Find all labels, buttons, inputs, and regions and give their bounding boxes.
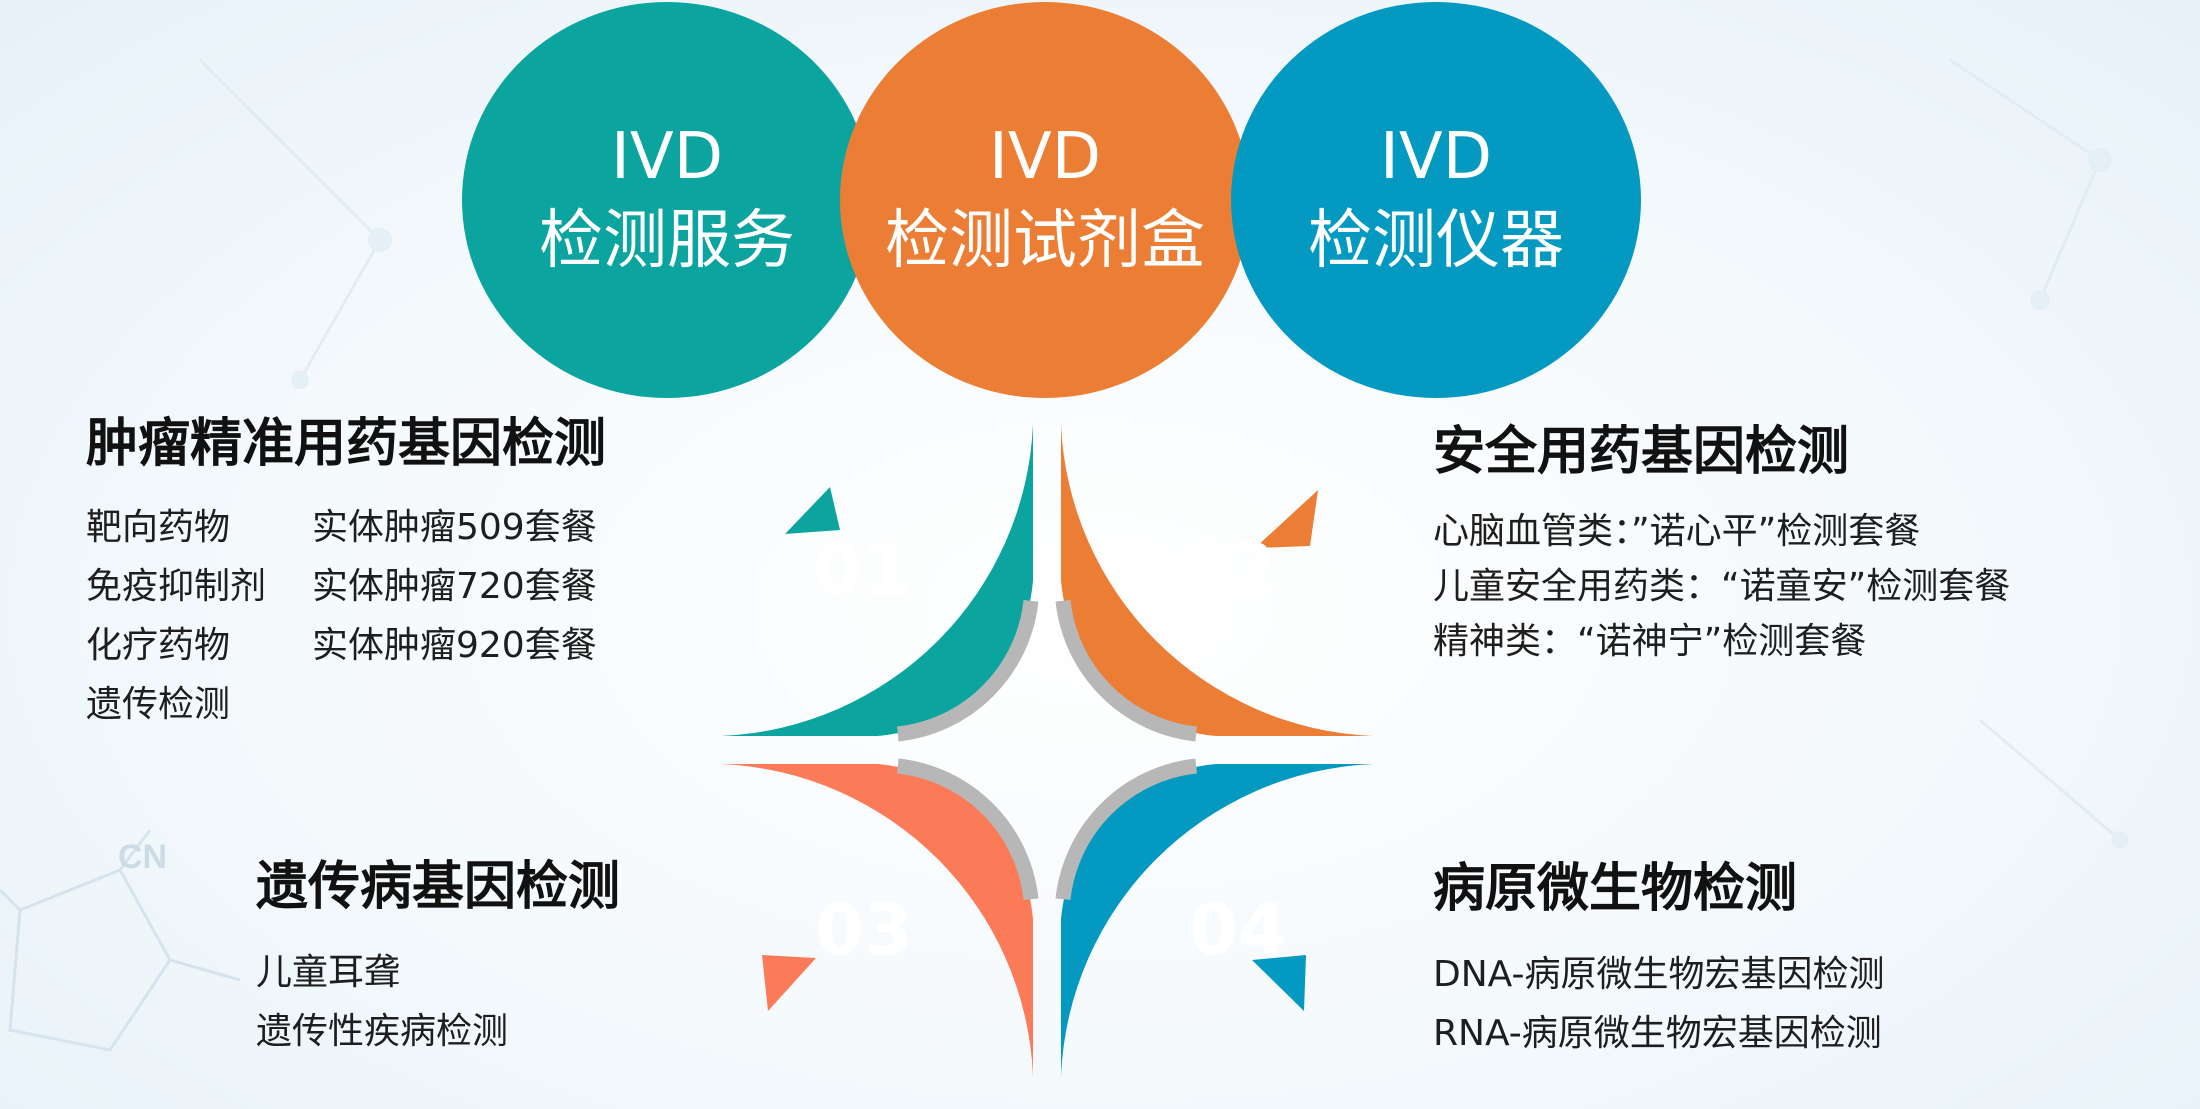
pentagon-structure <box>8 868 172 1052</box>
tumor-item: 遗传检测 <box>86 684 231 725</box>
inner-ring-segment <box>897 600 1039 742</box>
tumor-package-item: 实体肿瘤720套餐 <box>312 566 597 607</box>
genetic-section: 遗传病基因检测 儿童耳聋 遗传性疾病检测 <box>256 855 620 1061</box>
quadrant-segment-01 <box>721 424 1033 736</box>
quadrant-arrow-02 <box>1255 490 1318 548</box>
inner-ring-segment <box>897 758 1039 900</box>
tumor-package-item: 实体肿瘤920套餐 <box>312 625 597 666</box>
ivd-service-circle: IVD 检测服务 <box>462 2 872 398</box>
genetic-title: 遗传病基因检测 <box>256 857 621 917</box>
quadrant-segment-04 <box>1061 764 1373 1076</box>
pathogen-section: 病原微生物检测 DNA-病原微生物宏基因检测 RNA-病原微生物宏基因检测 <box>1433 857 1884 1063</box>
quadrant-number-04: 04 <box>1189 889 1286 971</box>
tumor-item: 化疗药物 <box>86 625 231 666</box>
quadrant-arrow-03 <box>762 955 816 1011</box>
safety-section: 安全用药基因检测 心脑血管类：”诺心平”检测套餐 儿童安全用药类：“诺童安”检测… <box>1433 420 2010 669</box>
ivd-service-line2: 检测服务 <box>539 204 795 278</box>
quadrant-number-03: 03 <box>815 889 912 971</box>
quadrant-segment-03 <box>721 764 1033 1076</box>
ivd-instrument-line1: IVD <box>1380 120 1492 194</box>
background-cn-label: CN <box>118 838 167 876</box>
safety-item: 精神类：“诺神宁”检测套餐 <box>1433 621 1867 662</box>
tumor-item: 靶向药物 <box>86 507 231 548</box>
pathogen-item: DNA-病原微生物宏基因检测 <box>1433 954 1885 995</box>
inner-ring-segment <box>1055 758 1197 900</box>
ivd-instrument-circle: IVD 检测仪器 <box>1231 2 1641 398</box>
ivd-kit-circle: IVD 检测试剂盒 <box>840 2 1250 398</box>
ivd-kit-line1: IVD <box>989 120 1101 194</box>
safety-item: 心脑血管类：”诺心平”检测套餐 <box>1433 511 1921 552</box>
pathogen-title: 病原微生物检测 <box>1433 859 1798 919</box>
safety-item: 儿童安全用药类：“诺童安”检测套餐 <box>1433 566 2011 607</box>
quadrant-number-01: 01 <box>813 529 910 611</box>
genetic-item: 遗传性疾病检测 <box>256 1011 509 1052</box>
quadrant-number-02: 02 <box>1179 529 1276 611</box>
tumor-section: 肿瘤精准用药基因检测 靶向药物 免疫抑制剂 化疗药物 遗传检测 实体肿瘤509套… <box>86 412 606 734</box>
tumor-package-item: 实体肿瘤509套餐 <box>312 507 597 548</box>
safety-title: 安全用药基因检测 <box>1433 422 1850 482</box>
quadrant-arrow-04 <box>1252 955 1306 1011</box>
pathogen-item: RNA-病原微生物宏基因检测 <box>1433 1013 1882 1054</box>
quadrant-arrow-01 <box>785 487 840 534</box>
ivd-service-line1: IVD <box>611 120 723 194</box>
ivd-instrument-line2: 检测仪器 <box>1308 204 1564 278</box>
inner-ring-segment <box>1055 600 1197 742</box>
ivd-kit-line2: 检测试剂盒 <box>885 204 1205 278</box>
tumor-item: 免疫抑制剂 <box>86 566 267 607</box>
tumor-title: 肿瘤精准用药基因检测 <box>86 414 607 474</box>
genetic-item: 儿童耳聋 <box>256 952 401 993</box>
quadrant-segment-02 <box>1061 424 1373 736</box>
